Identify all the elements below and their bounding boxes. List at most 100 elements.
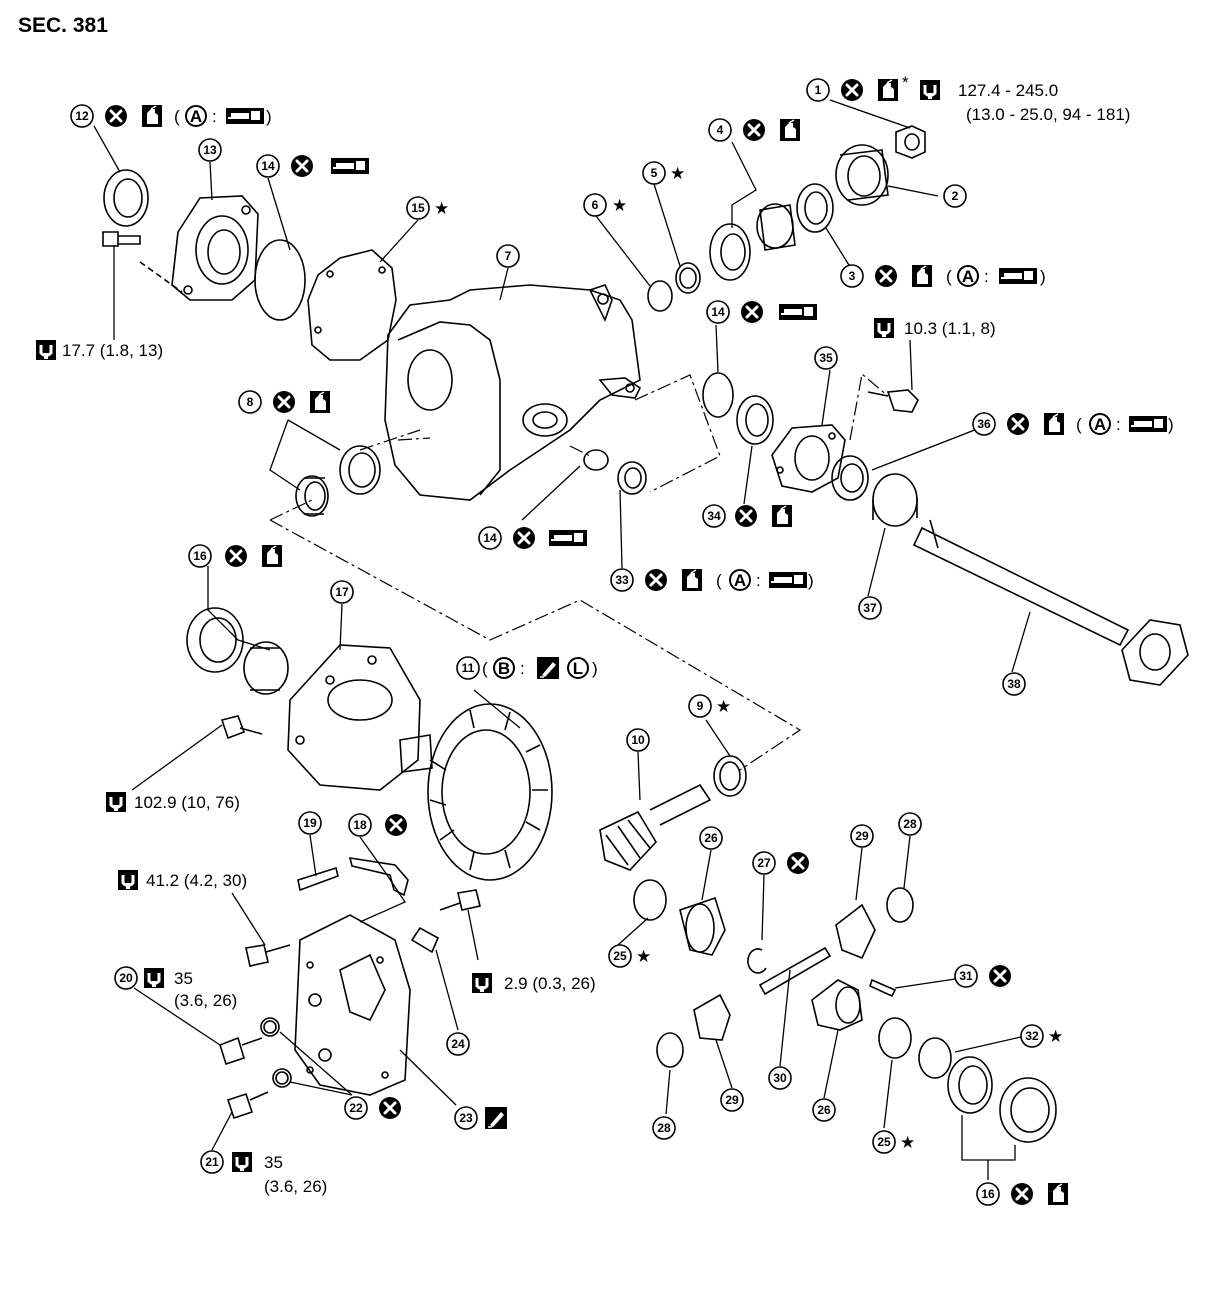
part-17-callout: 17 [330,580,354,604]
part-36-callout: 36 [972,412,996,436]
svg-text:26: 26 [704,831,718,845]
section-title: SEC. 381 [18,14,108,37]
x-circle-icon [839,77,865,103]
part-27-callout: 27 [752,851,776,875]
x-circle-icon [223,543,249,569]
svg-text::: : [756,571,761,590]
svg-text:B: B [498,659,510,678]
letter-a-badge [1089,413,1111,435]
svg-text:(: ( [1076,415,1082,434]
part-14-callout-low: 14 [478,526,502,550]
x-circle-icon [1009,1181,1035,1207]
svg-text:16: 16 [981,1187,995,1201]
svg-text:17: 17 [335,585,349,599]
part-24-callout: 24 [446,1032,470,1056]
part-20-callout: 20 [114,966,138,990]
part-6-callout: 6 [583,193,607,217]
grease-bottle-icon [141,104,163,128]
grease-applicator-icon [778,303,818,321]
svg-text:18: 18 [353,818,367,832]
svg-text:(: ( [174,107,180,126]
svg-text:★: ★ [716,697,731,716]
part-11-callout: 11 [456,656,480,680]
svg-text:20: 20 [119,971,133,985]
svg-text:8: 8 [247,395,254,409]
part-37-callout: 37 [858,596,882,620]
part-16-callout-top: 16 [188,544,212,568]
torque-wrench-icon [142,966,166,990]
svg-text:11: 11 [462,661,475,675]
part-38-callout: 38 [1002,672,1026,696]
svg-text:22: 22 [349,1101,363,1115]
part-34-callout: 34 [702,504,726,528]
svg-text:14: 14 [261,159,275,173]
svg-text::: : [520,659,525,678]
svg-text:21: 21 [205,1155,219,1169]
torque-spec-17: 102.9 (10, 76) [134,793,240,812]
x-circle-icon [873,263,899,289]
torque-spec-24: 2.9 (0.3, 26) [504,974,596,993]
svg-text:★: ★ [434,199,449,218]
part-14-callout-top: 14 [256,154,280,178]
svg-text:): ) [1040,267,1046,286]
x-circle-icon [271,389,297,415]
torque-spec-21b: (3.6, 26) [264,1177,327,1196]
part-23-callout: 23 [454,1106,478,1130]
part-1-callout: 1 [806,78,830,102]
svg-text:26: 26 [817,1103,831,1117]
svg-text:15: 15 [411,201,425,215]
sealant-icon [484,1106,508,1130]
svg-text:14: 14 [483,531,497,545]
leader-lines [93,99,1035,1180]
part-3-callout: 3 [840,264,864,288]
letter-b-badge [493,657,515,679]
svg-text:25: 25 [877,1135,891,1149]
svg-text:A: A [734,571,746,590]
svg-text:(: ( [482,659,488,678]
part-14-callout-mid: 14 [706,300,730,324]
callouts: 1 2 3 4 5 6 7 8 9 10 11 12 13 14 14 14 1… [70,78,1044,1206]
svg-text:L: L [573,659,583,678]
svg-text:36: 36 [977,417,991,431]
svg-text:): ) [266,107,272,126]
svg-text:34: 34 [707,509,721,523]
x-circle-icon [103,103,129,129]
letter-a-badge [185,105,207,127]
grease-bottle-icon [309,390,331,414]
torque-spec-1b: (13.0 - 25.0, 94 - 181) [966,105,1130,124]
svg-text:*: * [902,73,909,92]
part-25-callout-bottom: 25 [872,1130,896,1154]
svg-text:6: 6 [592,198,599,212]
letter-a-badge [729,569,751,591]
svg-text:A: A [190,107,202,126]
svg-text:33: 33 [615,573,629,587]
part-21-callout: 21 [200,1150,224,1174]
part-30-callout: 30 [768,1066,792,1090]
grease-bottle-icon [1043,412,1065,436]
part-18-callout: 18 [348,813,372,837]
part-9-callout: 9 [688,694,712,718]
grease-bottle-icon [261,544,283,568]
svg-text::: : [984,267,989,286]
svg-text:1: 1 [815,83,822,97]
x-circle-icon [739,299,765,325]
svg-text:3: 3 [849,269,856,283]
grease-applicator-icon [225,107,265,125]
svg-text:28: 28 [903,817,917,831]
assembly-lines [269,372,889,771]
torque-spec-21a: 35 [264,1153,283,1172]
svg-text:19: 19 [303,816,317,830]
grease-applicator-icon [330,157,370,175]
letter-a-badge [957,265,979,287]
svg-text:): ) [808,571,814,590]
svg-text:★: ★ [900,1133,915,1152]
part-12-callout: 12 [70,104,94,128]
svg-text:37: 37 [863,601,877,615]
sealant-icon [536,656,560,680]
grease-applicator-icon [998,267,1038,285]
svg-text:28: 28 [657,1121,671,1135]
svg-text::: : [1116,415,1121,434]
x-circle-icon [733,503,759,529]
svg-text:38: 38 [1007,677,1021,691]
